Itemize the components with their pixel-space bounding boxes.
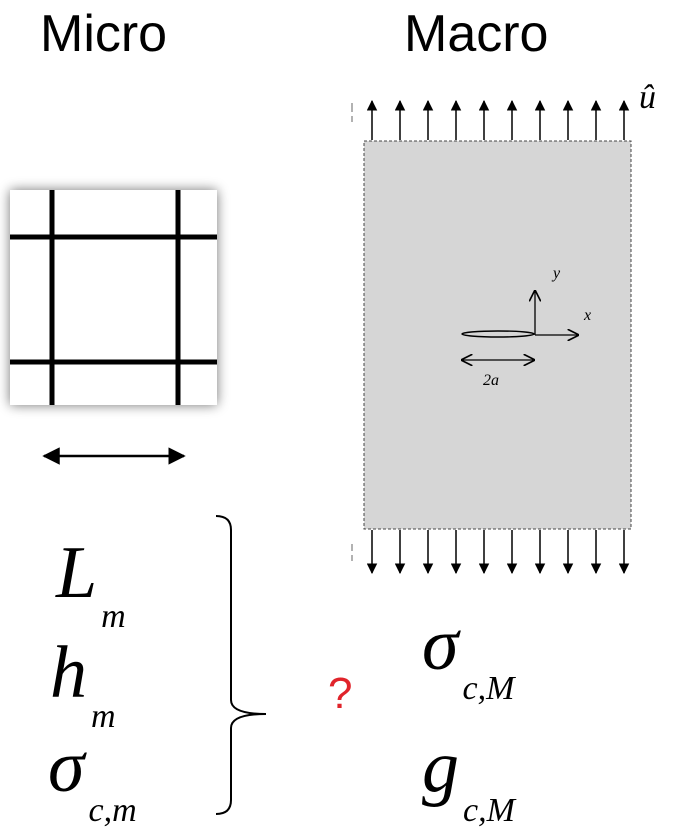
toughness-symbol: g bbox=[422, 726, 459, 808]
length-symbol: L bbox=[56, 532, 98, 614]
micro-param-length: Lm bbox=[56, 536, 126, 634]
length-subscript: m bbox=[101, 598, 126, 635]
micro-param-strength: σc,m bbox=[48, 730, 137, 828]
macro-param-toughness: gc,M bbox=[422, 730, 515, 828]
toughness-subscript: c,M bbox=[463, 792, 515, 829]
macro-param-strength: σc,M bbox=[422, 608, 514, 706]
micro-lattice-cell bbox=[10, 190, 217, 405]
macro-strength-subscript: c,M bbox=[462, 670, 515, 707]
y-axis-label: y bbox=[551, 265, 561, 282]
height-symbol: h bbox=[50, 632, 87, 714]
crack-length-label: 2a bbox=[483, 372, 499, 389]
micro-heading: Micro bbox=[40, 5, 168, 63]
top-load-arrows bbox=[366, 99, 630, 140]
micro-strength-symbol: σ bbox=[48, 726, 85, 808]
height-subscript: m bbox=[91, 698, 116, 735]
bottom-load-arrows bbox=[366, 530, 630, 575]
crack bbox=[461, 330, 535, 338]
x-axis-label: x bbox=[583, 307, 591, 324]
micro-strength-subscript: c,m bbox=[88, 792, 137, 829]
question-mark: ? bbox=[328, 669, 353, 718]
micro-param-height: hm bbox=[50, 636, 116, 734]
macro-heading: Macro bbox=[404, 5, 549, 63]
displacement-label: û bbox=[639, 79, 656, 116]
grouping-brace bbox=[215, 515, 267, 815]
macro-strength-symbol: σ bbox=[422, 604, 459, 686]
